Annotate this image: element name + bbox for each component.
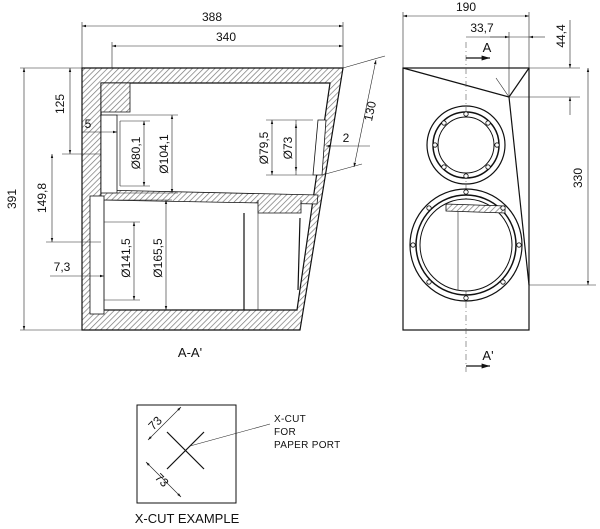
dim-7-3: 7,3 [54, 260, 71, 274]
dim-44-4: 44,4 [554, 24, 568, 48]
xcut-note-line2: FOR [274, 427, 296, 438]
section-view: 388 340 391 125 149,8 5 7,3 Ø80,1 Ø [5, 10, 386, 360]
tweeter-screw-holes [432, 111, 500, 179]
dim-73: Ø73 [281, 136, 295, 159]
woofer-flange [415, 194, 517, 296]
dim-130-line [353, 59, 377, 168]
slant-edge-top [508, 67, 530, 98]
front-view: 190 33,7 A 44,4 330 A' [402, 0, 596, 372]
dim-388: 388 [202, 10, 222, 24]
dim-330: 330 [571, 168, 585, 188]
dim-130: 130 [361, 100, 379, 123]
dim-2: 2 [343, 131, 350, 145]
woofer-recess [89, 195, 105, 315]
section-mark-bottom: A' [482, 348, 493, 363]
tweeter-outer-ring [426, 105, 506, 185]
tweeter-cutout [437, 116, 495, 174]
dim-141-5: Ø141,5 [119, 238, 133, 278]
dim-xcut-b-line [145, 461, 182, 498]
dim-79-5: Ø79,5 [257, 131, 271, 164]
dim-33-7: 33,7 [470, 21, 494, 35]
woofer-outer-ring [409, 188, 523, 302]
slant-edge-inner [495, 77, 510, 98]
dim-190: 190 [456, 0, 476, 14]
slant-edge-left [402, 67, 510, 98]
dim-340: 340 [216, 30, 236, 44]
port-slot [297, 217, 301, 291]
tweeter-recess [100, 114, 118, 194]
dim-80-1: Ø80,1 [129, 136, 143, 169]
xcut-note-line1: X-CUT [274, 414, 306, 425]
xcut-leader [189, 423, 271, 447]
woofer-shelf-inside [445, 203, 506, 214]
woofer-screw-holes [410, 189, 522, 301]
dim-165-5: Ø165,5 [151, 238, 165, 278]
port-tube [257, 200, 302, 214]
dim-104-1: Ø104,1 [157, 134, 171, 174]
dim-149-8: 149,8 [35, 183, 49, 213]
dim-xcut-a-line [147, 406, 182, 441]
baffle-top-bevel [100, 82, 131, 113]
section-mark-top: A [483, 40, 492, 55]
slant-edge-side [508, 96, 530, 286]
xcut-example: 73 73 X-CUT FOR PAPER PORT X-CUT EXAMPLE [135, 404, 341, 526]
xcut-note-line3: PAPER PORT [274, 440, 341, 451]
dim-5: 5 [85, 117, 92, 131]
dim-391: 391 [5, 189, 19, 209]
xcut-title: X-CUT EXAMPLE [135, 511, 240, 526]
dim-125: 125 [53, 94, 67, 114]
section-title: A-A' [178, 345, 202, 360]
woofer-cutout [419, 198, 513, 292]
